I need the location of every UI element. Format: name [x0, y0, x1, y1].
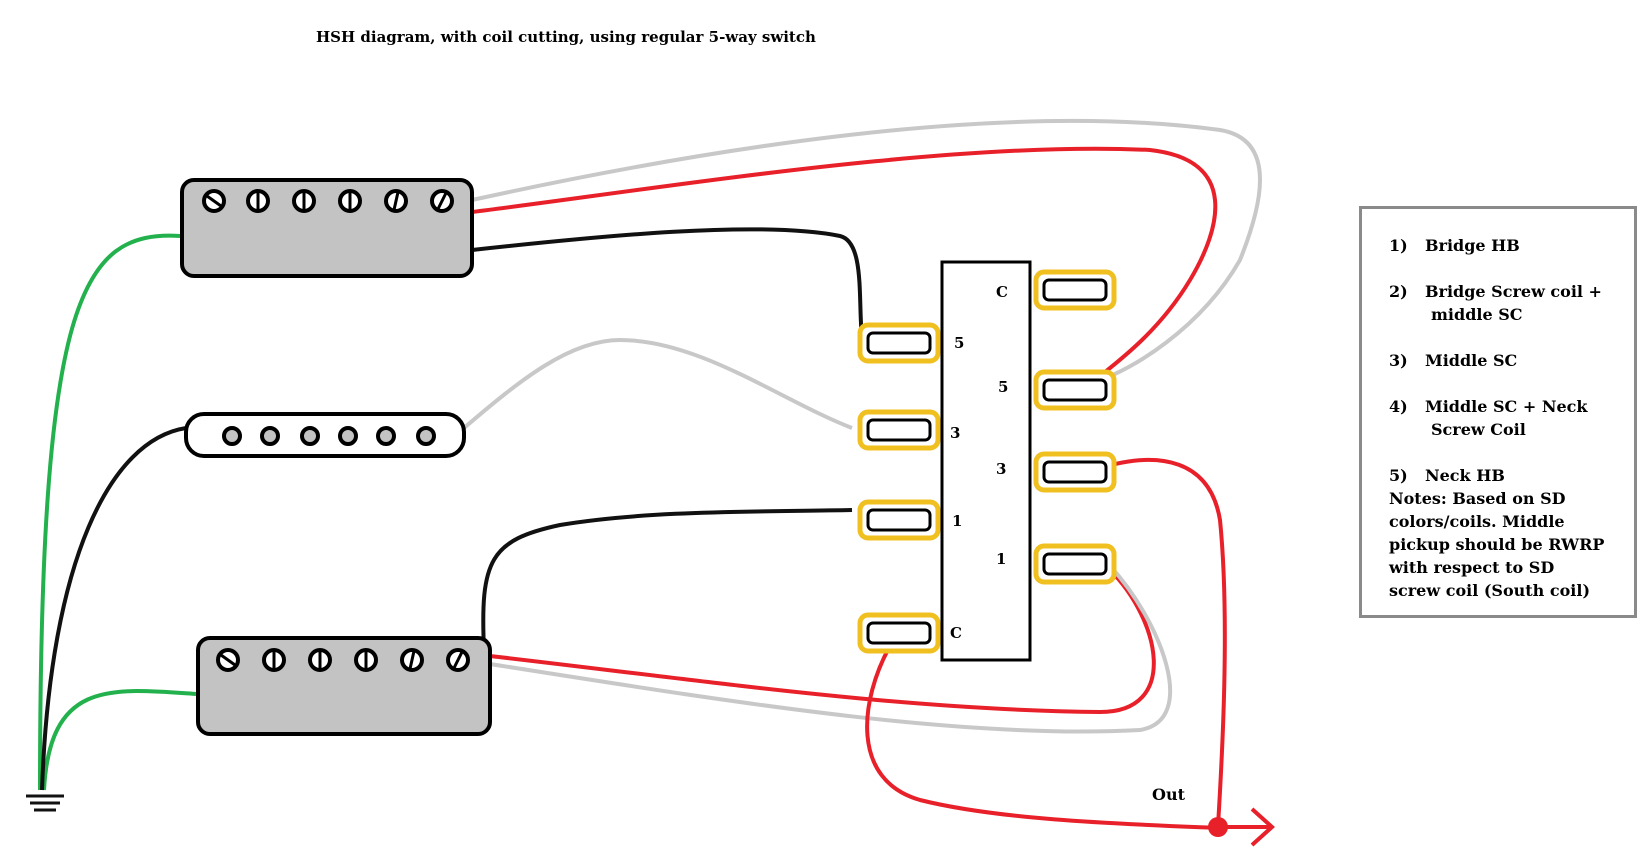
neck-humbucker: [196, 636, 492, 736]
red-wire-right3-out: [1099, 457, 1227, 827]
legend-item-5: 5) Neck HB: [1389, 464, 1629, 487]
legend-note-line: colors/coils. Middle: [1389, 512, 1565, 531]
legend-line: Bridge HB: [1425, 236, 1520, 255]
green-wire-bridge-ground: [38, 233, 181, 791]
green-wire-neck-ground: [42, 688, 197, 791]
switch-right-label-3: 3: [996, 460, 1006, 478]
diagram-title: HSH diagram, with coil cutting, using re…: [316, 28, 816, 46]
legend-note-line: pickup should be RWRP: [1389, 535, 1605, 554]
legend-num: 4): [1389, 397, 1408, 416]
black-wire-middle-ground: [40, 426, 187, 791]
legend-item-1: 1) Bridge HB: [1389, 234, 1629, 257]
right-lug-1: [1033, 543, 1117, 585]
black-wire-bridge-switch: [471, 227, 864, 339]
legend-item-2: 2) Bridge Screw coil + middle SC: [1389, 280, 1629, 326]
switch-left-label-1: 1: [952, 512, 962, 530]
black-wire-neck-switch: [481, 508, 853, 651]
middle-pole-pieces: [222, 426, 436, 446]
legend-line-cont: Screw Coil: [1431, 420, 1526, 439]
switch-left-label-3: 3: [950, 424, 960, 442]
output-label: Out: [1152, 785, 1186, 804]
middle-single-coil: [184, 412, 466, 458]
legend-box: [1359, 206, 1637, 618]
red-wire-common-out: [865, 645, 1219, 830]
bridge-humbucker: [180, 178, 474, 278]
left-lug-3: [857, 409, 941, 451]
output-arrow: [1218, 807, 1275, 847]
red-wire-bridge-top: [471, 146, 1218, 378]
legend-line: Bridge Screw coil +: [1425, 282, 1602, 301]
legend-num: 5): [1389, 466, 1408, 485]
legend-note-line: with respect to SD: [1389, 558, 1555, 577]
legend-num: 1): [1389, 236, 1408, 255]
switch-right-label-5: 5: [998, 378, 1008, 396]
legend-note-line: Notes: Based on SD: [1389, 489, 1566, 508]
switch-left-label-5: 5: [954, 334, 964, 352]
legend-line: Middle SC: [1425, 351, 1518, 370]
switch-right-label-1: 1: [996, 550, 1006, 568]
legend-item-4: 4) Middle SC + Neck Screw Coil: [1389, 395, 1629, 441]
ground-symbol: [26, 794, 64, 812]
bridge-pole-screws: [202, 189, 454, 213]
switch-right-lugs: [1033, 269, 1117, 585]
legend-line: Middle SC + Neck: [1425, 397, 1588, 416]
right-lug-5: [1033, 369, 1117, 411]
legend: 1) Bridge HB 2) Bridge Screw coil + middle…: [1389, 234, 1629, 602]
left-lug-1: [857, 499, 941, 541]
gray-wire-neck-switch: [489, 564, 1173, 734]
right-lug-3: [1033, 451, 1117, 493]
legend-num: 3): [1389, 351, 1408, 370]
legend-note-line: screw coil (South coil): [1389, 581, 1591, 600]
switch-right-label-c: C: [996, 283, 1008, 301]
left-lug-c: [857, 612, 941, 654]
five-way-switch: 5 3 1 C C 5 3 1: [857, 260, 1117, 662]
gray-wire-middle-switch: [462, 337, 853, 430]
legend-line-cont: middle SC: [1431, 305, 1523, 324]
legend-line: Neck HB: [1425, 466, 1505, 485]
switch-left-lugs: [857, 322, 941, 654]
legend-item-3: 3) Middle SC: [1389, 349, 1629, 372]
gray-wire-bridge-top: [471, 118, 1262, 382]
switch-left-label-c: C: [950, 624, 962, 642]
left-lug-5: [857, 322, 941, 364]
right-lug-c: [1033, 269, 1117, 311]
legend-num: 2): [1389, 282, 1408, 301]
red-wire-neck-switch: [489, 568, 1156, 715]
